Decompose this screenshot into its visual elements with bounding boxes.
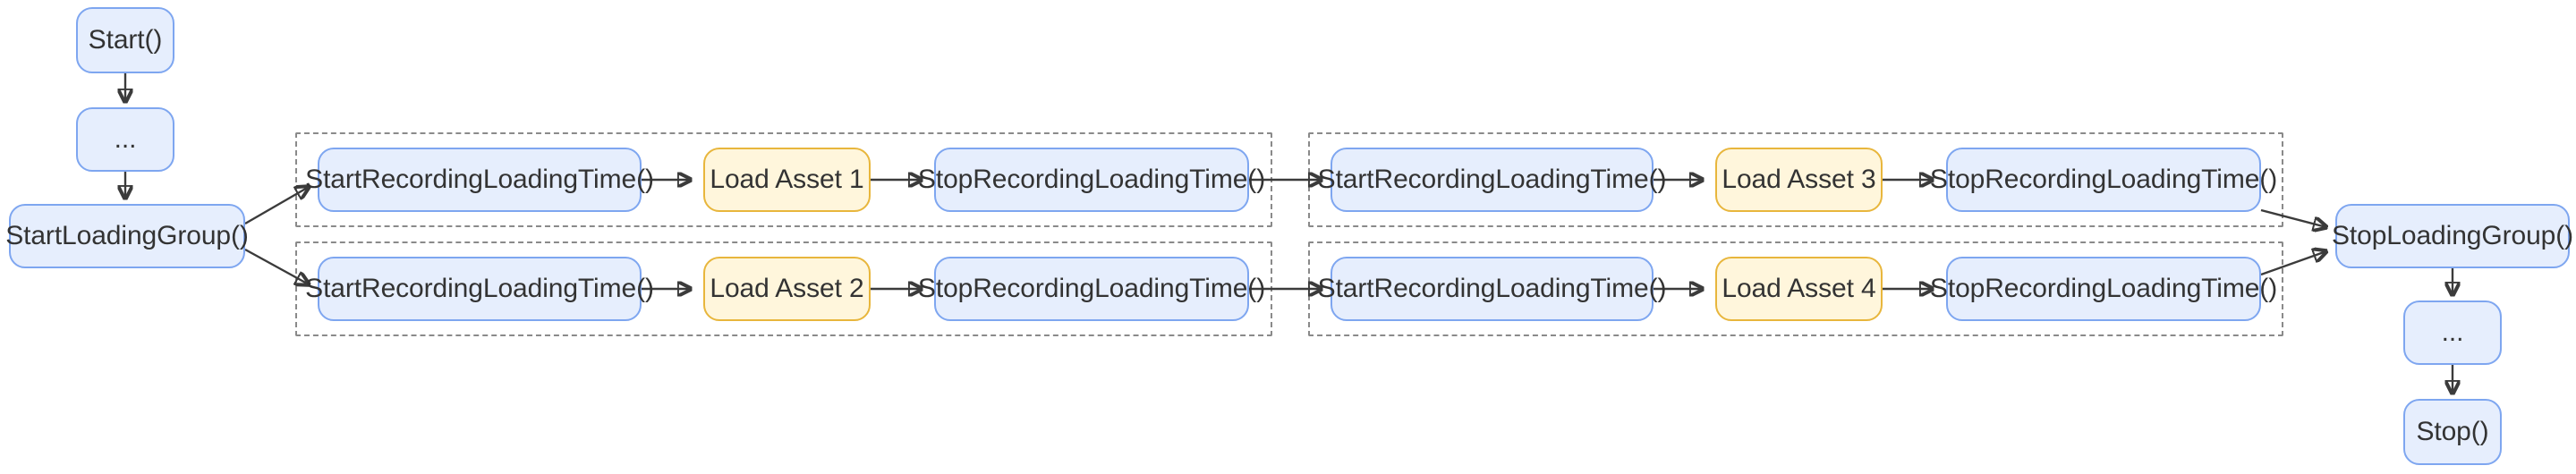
node-g1-l2-stop-recording-label: StopRecordingLoadingTime() [917, 274, 1266, 303]
node-ellipsis-bottom-label: ... [2441, 317, 2464, 347]
node-start-loading-group[interactable]: StartLoadingGroup() [5, 204, 249, 268]
node-g1-l2-stop-recording[interactable]: StopRecordingLoadingTime() [918, 257, 1265, 321]
node-ellipsis-top-label: ... [114, 124, 137, 154]
node-g1-l2-load-asset[interactable]: Load Asset 2 [703, 257, 871, 321]
node-g1-l1-stop-recording[interactable]: StopRecordingLoadingTime() [918, 148, 1265, 212]
node-start-label: Start() [88, 25, 163, 55]
node-start[interactable]: Start() [76, 7, 174, 73]
node-stop-loading-group[interactable]: StopLoadingGroup() [2331, 204, 2574, 268]
node-g2-l3-start-recording-label: StartRecordingLoadingTime() [1317, 165, 1667, 194]
node-g1-l2-load-asset-label: Load Asset 2 [710, 274, 864, 303]
node-stop-label: Stop() [2416, 417, 2489, 446]
node-g1-l1-load-asset[interactable]: Load Asset 1 [703, 148, 871, 212]
node-g2-l3-stop-recording-label: StopRecordingLoadingTime() [1929, 165, 2278, 194]
node-g2-l4-start-recording[interactable]: StartRecordingLoadingTime() [1318, 257, 1666, 321]
node-ellipsis-top[interactable]: ... [76, 107, 174, 172]
node-g1-l1-start-recording[interactable]: StartRecordingLoadingTime() [305, 148, 654, 212]
node-g1-l2-start-recording[interactable]: StartRecordingLoadingTime() [305, 257, 654, 321]
node-g2-l3-load-asset-label: Load Asset 3 [1722, 165, 1876, 194]
node-g1-l1-stop-recording-label: StopRecordingLoadingTime() [917, 165, 1266, 194]
node-start-loading-group-label: StartLoadingGroup() [5, 221, 249, 250]
node-g1-l1-load-asset-label: Load Asset 1 [710, 165, 864, 194]
node-stop[interactable]: Stop() [2403, 399, 2502, 465]
node-g2-l3-load-asset[interactable]: Load Asset 3 [1715, 148, 1883, 212]
node-ellipsis-bottom[interactable]: ... [2403, 300, 2502, 365]
node-g2-l4-start-recording-label: StartRecordingLoadingTime() [1317, 274, 1667, 303]
node-g1-l2-start-recording-label: StartRecordingLoadingTime() [305, 274, 654, 303]
node-stop-loading-group-label: StopLoadingGroup() [2331, 221, 2574, 250]
node-g2-l3-start-recording[interactable]: StartRecordingLoadingTime() [1318, 148, 1666, 212]
node-g2-l3-stop-recording[interactable]: StopRecordingLoadingTime() [1930, 148, 2277, 212]
node-g2-l4-load-asset-label: Load Asset 4 [1722, 274, 1876, 303]
node-g1-l1-start-recording-label: StartRecordingLoadingTime() [305, 165, 654, 194]
node-g2-l4-stop-recording-label: StopRecordingLoadingTime() [1929, 274, 2278, 303]
node-g2-l4-load-asset[interactable]: Load Asset 4 [1715, 257, 1883, 321]
node-g2-l4-stop-recording[interactable]: StopRecordingLoadingTime() [1930, 257, 2277, 321]
